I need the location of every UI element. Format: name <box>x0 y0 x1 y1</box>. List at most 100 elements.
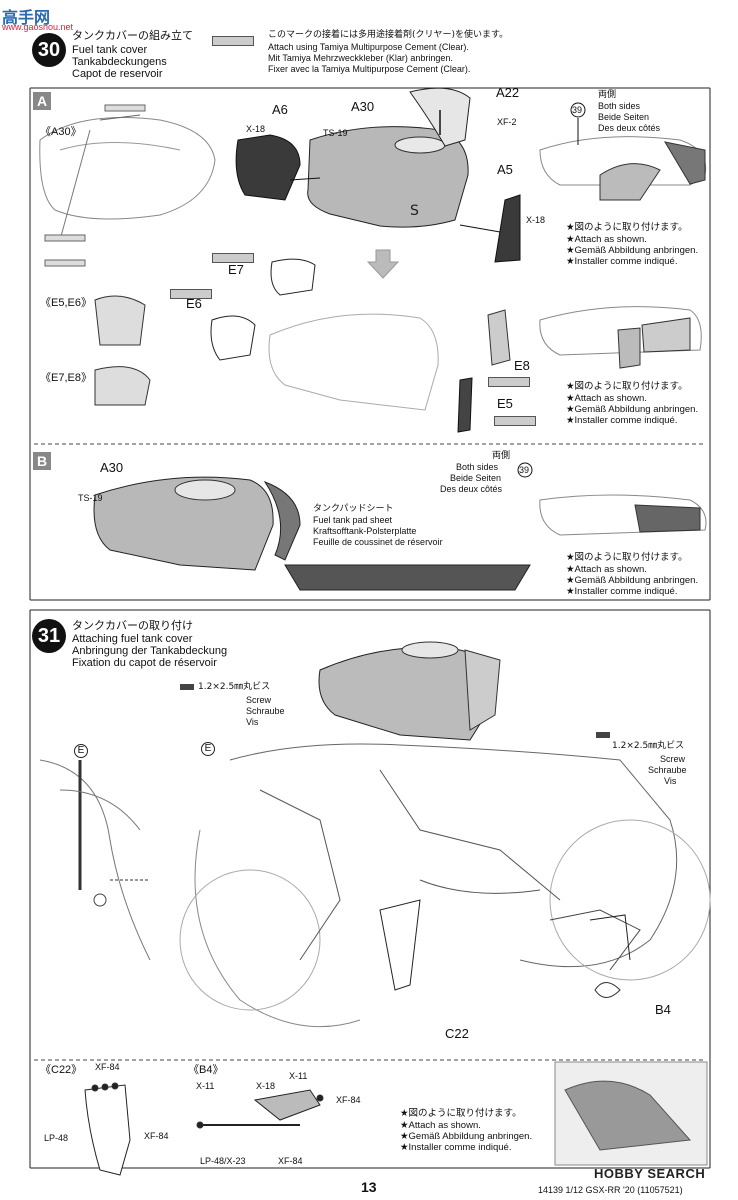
step-30-title-fr: Capot de reservoir <box>72 68 163 80</box>
step-31-number: 31 <box>32 619 66 653</box>
screw-left-size: 1.2×2.5㎜丸ビス <box>198 682 271 692</box>
label-ts19: TS-19 <box>323 128 348 138</box>
cement-tube-icon-e7 <box>212 253 254 263</box>
label-e-mid: E <box>201 742 215 756</box>
label-e5: E5 <box>497 396 513 411</box>
screw-right-size: 1.2×2.5㎜丸ビス <box>612 741 685 751</box>
pad-sheet-de: Kraftsofftank-Polsterplatte <box>313 526 417 536</box>
cement-note-en: Attach using Tamiya Multipurpose Cement … <box>268 42 469 52</box>
attach-note-a2-de: ★Gemäß Abbildung anbringen. <box>566 404 699 415</box>
b4-x11-right: X-11 <box>289 1071 308 1081</box>
b4-x11-left: X-11 <box>196 1081 215 1091</box>
label-a5: A5 <box>497 162 513 177</box>
cement-tube-icon <box>212 36 254 46</box>
screw-left-en: Screw <box>246 695 272 705</box>
both-sides-fr-b: Des deux côtés <box>440 484 503 494</box>
attach-note-31-de: ★Gemäß Abbildung anbringen. <box>400 1131 533 1142</box>
screw-left-fr: Vis <box>246 717 259 727</box>
label-a6: A6 <box>272 102 288 117</box>
label-e6: E6 <box>186 296 202 311</box>
step-30-title-en: Fuel tank cover <box>72 44 148 56</box>
screw-right-de: Schraube <box>648 765 687 775</box>
screw-left-de: Schraube <box>246 706 285 716</box>
attach-note-31-en: ★Attach as shown. <box>400 1120 481 1131</box>
b4-xf84-bottom: XF-84 <box>278 1156 303 1166</box>
attach-note-a2-fr: ★Installer comme indiqué. <box>566 415 678 426</box>
attach-note-a1-de: ★Gemäß Abbildung anbringen. <box>566 245 699 256</box>
label-x18-left: X-18 <box>246 124 266 134</box>
attach-note-a1-ja: ★図のように取り付けます。 <box>566 222 688 233</box>
attach-note-b-en: ★Attach as shown. <box>566 564 647 575</box>
cement-tube-icon-e8 <box>488 377 530 387</box>
step-31-title-en: Attaching fuel tank cover <box>72 633 193 645</box>
c22-xf84-bottom: XF-84 <box>144 1131 169 1141</box>
inset-a30-label: 《A30》 <box>40 126 82 138</box>
inset-b4-title: 《B4》 <box>188 1064 224 1076</box>
cement-tube-icon-e6 <box>170 289 212 299</box>
pad-sheet-fr: Feuille de coussinet de réservoir <box>313 537 443 547</box>
attach-note-31-fr: ★Installer comme indiqué. <box>400 1142 512 1153</box>
step-31-title-de: Anbringung der Tankabdeckung <box>72 645 228 657</box>
screw-right-fr: Vis <box>664 776 677 786</box>
label-a22: A22 <box>496 85 520 100</box>
step-30-title-ja: タンクカバーの組み立て <box>72 29 193 42</box>
screw-right-en: Screw <box>660 754 686 764</box>
cement-tube-icon-e5 <box>494 416 536 426</box>
label-c22: C22 <box>445 1026 469 1041</box>
attach-note-b-fr: ★Installer comme indiqué. <box>566 586 678 597</box>
label-e-left: E <box>74 744 88 758</box>
both-sides-en-b: Both sides <box>456 462 499 472</box>
watermark-url-top: www.gaoshou.net <box>2 22 74 32</box>
label-xf2: XF-2 <box>497 117 517 127</box>
cement-note-ja: このマークの接着には多用途接着剤(クリヤー)を使います。 <box>268 30 509 40</box>
both-sides-en-a: Both sides <box>598 101 641 111</box>
pad-sheet-ja: タンクパッドシート <box>313 504 394 514</box>
c22-xf84-top: XF-84 <box>95 1062 120 1072</box>
both-sides-de-b: Beide Seiten <box>450 473 502 483</box>
watermark-logo-bottom: HOBBY SEARCH <box>594 1166 706 1181</box>
inset-e5e6-label: 《E5,E6》 <box>40 297 92 309</box>
ref-number-39-a: 39 <box>572 105 583 115</box>
cement-note-de: Mit Tamiya Mehrzweckkleber (Klar) anbrin… <box>268 53 453 63</box>
both-sides-ja-a: 両側 <box>598 90 617 100</box>
label-e7: E7 <box>228 262 244 277</box>
label-b-ts19: TS-19 <box>78 493 103 503</box>
c22-lp48: LP-48 <box>44 1133 69 1143</box>
both-sides-fr-a: Des deux côtés <box>598 123 661 133</box>
inset-c22-title: 《C22》 <box>40 1064 83 1076</box>
attach-note-b-de: ★Gemäß Abbildung anbringen. <box>566 575 699 586</box>
label-b4: B4 <box>655 1002 671 1017</box>
both-sides-ja-b: 両側 <box>491 451 510 461</box>
watermark-logo-top: 高手网 <box>2 8 51 27</box>
label-a30: A30 <box>351 99 375 114</box>
label-x18-right: X-18 <box>526 215 546 225</box>
page-number: 13 <box>361 1179 377 1195</box>
attach-note-b-ja: ★図のように取り付けます。 <box>566 552 688 563</box>
svg-text:S: S <box>410 203 419 219</box>
section-b-letter: B <box>33 452 51 470</box>
b4-xf84-right: XF-84 <box>336 1095 361 1105</box>
section-a-letter: A <box>33 92 51 110</box>
pad-sheet-en: Fuel tank pad sheet <box>313 515 393 525</box>
cement-note-fr: Fixer avec la Tamiya Multipurpose Cement… <box>268 64 471 74</box>
step-31-title-fr: Fixation du capot de réservoir <box>72 657 217 669</box>
screw-icon-right <box>596 732 610 738</box>
b4-lp48x23: LP-48/X-23 <box>200 1156 246 1166</box>
step-31-title-ja: タンクカバーの取り付け <box>72 619 193 632</box>
inset-e7e8-label: 《E7,E8》 <box>40 372 92 384</box>
attach-note-a2-en: ★Attach as shown. <box>566 393 647 404</box>
label-e8: E8 <box>514 358 530 373</box>
attach-note-a1-fr: ★Installer comme indiqué. <box>566 256 678 267</box>
ref-number-39-b: 39 <box>519 465 530 475</box>
attach-note-31-ja: ★図のように取り付けます。 <box>400 1108 522 1119</box>
step-30-number: 30 <box>32 33 66 67</box>
b4-x18: X-18 <box>256 1081 276 1091</box>
product-code: 14139 1/12 GSX-RR '20 (11057521) <box>538 1185 683 1195</box>
step-30-title-de: Tankabdeckungens <box>72 56 167 68</box>
attach-note-a2-ja: ★図のように取り付けます。 <box>566 381 688 392</box>
screw-icon-left <box>180 684 194 690</box>
attach-note-a1-en: ★Attach as shown. <box>566 234 647 245</box>
both-sides-de-a: Beide Seiten <box>598 112 650 122</box>
label-b-a30: A30 <box>100 460 124 475</box>
